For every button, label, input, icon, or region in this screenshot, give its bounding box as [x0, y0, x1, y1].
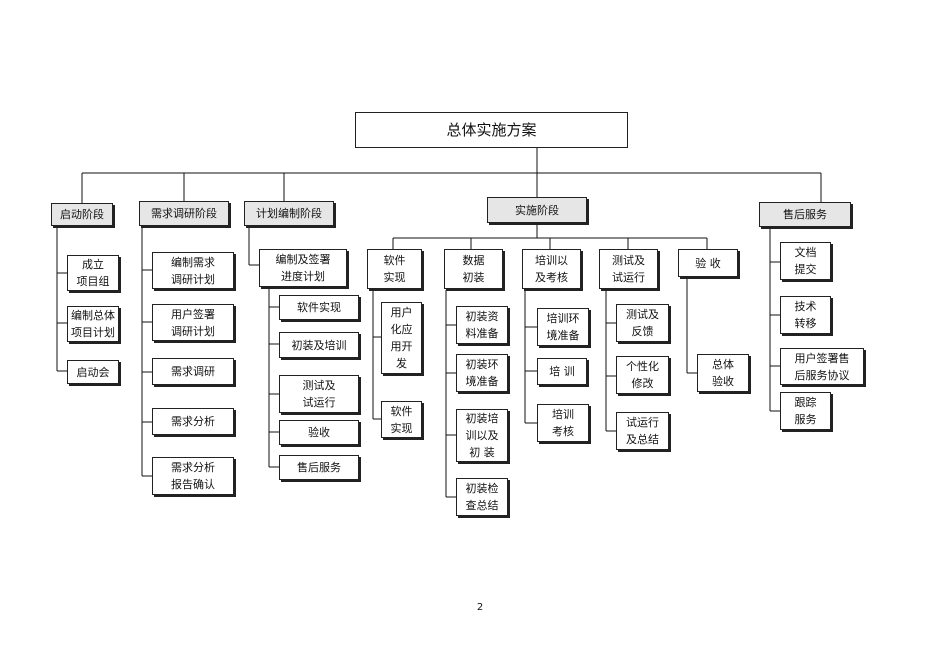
impl-group-acceptance: 验 收: [678, 249, 738, 277]
impl-data-item: 初装环 境准备: [456, 354, 508, 392]
impl-data-item: 初装资 料准备: [456, 306, 508, 344]
phase-requirements: 需求调研阶段: [139, 201, 229, 226]
impl-training-item: 培训 考核: [537, 404, 589, 442]
impl-group-software: 软件 实现: [367, 249, 422, 289]
diagram-title: 总体实施方案: [355, 112, 628, 148]
planning-subheader: 编制及签署 进度计划: [259, 249, 347, 287]
requirements-item: 需求分析 报告确认: [152, 457, 234, 495]
planning-item: 售后服务: [279, 455, 359, 480]
planning-item: 软件实现: [279, 295, 359, 320]
impl-testing-item: 个性化 修改: [616, 356, 669, 394]
after-sales-item: 技术 转移: [780, 296, 831, 334]
after-sales-item: 用户签署售 后服务协议: [780, 348, 864, 385]
impl-testing-item: 测试及 反馈: [616, 304, 669, 342]
impl-training-item: 培训环 境准备: [537, 308, 589, 346]
requirements-item: 用户签署 调研计划: [152, 304, 234, 341]
impl-data-item: 初装检 查总结: [456, 478, 508, 516]
impl-group-data: 数据 初装: [444, 249, 503, 289]
impl-training-item: 培 训: [537, 358, 587, 385]
phase-startup: 启动阶段: [51, 203, 113, 226]
planning-item: 测试及 试运行: [279, 375, 359, 413]
phase-after-sales: 售后服务: [759, 202, 851, 227]
requirements-item: 编制需求 调研计划: [152, 252, 234, 289]
after-sales-item: 跟踪 服务: [780, 392, 831, 430]
impl-software-item: 用户 化应 用开 发: [381, 302, 422, 374]
impl-group-testing: 测试及 试运行: [599, 249, 658, 289]
impl-acceptance-item: 总体 验收: [697, 354, 749, 392]
impl-data-item: 初装培 训以及 初 装: [456, 409, 508, 462]
impl-software-item: 软件 实现: [381, 401, 422, 438]
requirements-item: 需求调研: [152, 358, 234, 385]
impl-group-training: 培训以 及考核: [522, 249, 581, 289]
phase-planning: 计划编制阶段: [244, 201, 334, 226]
page-number: 2: [476, 602, 484, 613]
after-sales-item: 文档 提交: [780, 242, 831, 280]
requirements-item: 需求分析: [152, 408, 234, 435]
startup-item: 编制总体 项目计划: [67, 306, 119, 342]
startup-item: 成立 项目组: [67, 255, 119, 291]
impl-testing-item: 试运行 及总结: [616, 412, 669, 450]
planning-item: 验收: [279, 420, 359, 445]
startup-item: 启动会: [67, 360, 119, 384]
phase-implementation: 实施阶段: [487, 197, 587, 223]
planning-item: 初装及培训: [279, 332, 359, 358]
